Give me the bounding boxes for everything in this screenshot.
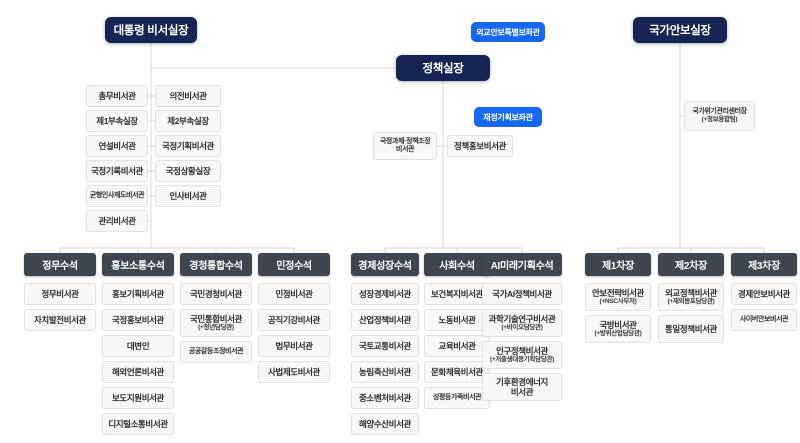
senior-secretary-header: 경청통합수석 <box>180 253 252 276</box>
secretary-box: 법무비서관 <box>258 335 330 357</box>
secretary-box: 대변인 <box>102 335 174 357</box>
secretary-box: 국방비서관 (+방위산업담당관) <box>585 315 651 343</box>
secretary-box: 해외언론비서관 <box>102 361 174 383</box>
chief-direct-column-1: 총무비서관 제1부속실장 연설비서관 국정기록비서관 균형인사제도비서관 관리비… <box>86 85 148 232</box>
secretary-box: 중소벤처비서관 <box>351 387 419 409</box>
secretary-box: 성평등가족비서관 <box>424 387 490 409</box>
deputy-director-header: 제3차장 <box>731 253 797 276</box>
secretary-sub-label: (+방위산업담당관) <box>594 330 642 338</box>
secretary-box: 문화체육비서관 <box>424 361 490 383</box>
fiscal-planning-advisor-badge: 재정기획보좌관 <box>474 107 542 127</box>
secretary-box: 통일정책비서관 <box>658 315 724 343</box>
secretary-box: 공직기강비서관 <box>258 309 330 331</box>
group-column-jeongmu: 정무수석 정무비서관 자치발전비서관 <box>24 253 96 331</box>
secretary-sub-label: (+NSC사무처) <box>599 298 637 306</box>
group-column-minjeong: 민정수석 민정비서관 공직기강비서관 법무비서관 사법제도비서관 <box>258 253 330 383</box>
secretary-sub-label: (+바이오담당관) <box>501 324 543 332</box>
connector-path <box>59 43 765 253</box>
secretary-box: 경제안보비서관 <box>731 283 797 305</box>
crisis-management-center-box: 국가위기관리센터장 (+정보융합팀) <box>684 101 755 131</box>
secretary-label: 국가위기관리센터장 <box>692 108 747 116</box>
senior-secretary-header: 사회수석 <box>424 253 490 276</box>
senior-secretary-header: 경제성장수석 <box>351 253 419 276</box>
secretary-box: 국민경청비서관 <box>180 283 252 305</box>
secretary-label: 인구정책비서관 <box>496 346 548 357</box>
secretary-box: 인구정책비서관 (+저출생대응기획담당관) <box>482 341 562 369</box>
chief-direct-column-2: 의전비서관 제2부속실장 국정기획비서관 국정상황실장 인사비서관 <box>155 85 221 207</box>
secretary-box: 의전비서관 <box>155 85 221 107</box>
secretary-box: 산업정책비서관 <box>351 309 419 331</box>
secretary-sub-label: (+정보융합팀) <box>701 116 738 124</box>
group-column-gyeongcheong-tonghap: 경청통합수석 국민경청비서관 국민통합비서관 (+청년담당관) 공공갈등조정비서… <box>180 253 252 363</box>
national-security-director-box: 국가안보실장 <box>633 17 727 43</box>
secretary-label: 국방비서관 <box>599 320 637 331</box>
senior-secretary-header: AI미래기획수석 <box>482 253 562 276</box>
secretary-box: 균형인사제도비서관 <box>86 185 148 207</box>
secretary-box: 민정비서관 <box>258 283 330 305</box>
secretary-box: 국정상황실장 <box>155 160 221 182</box>
group-column-ai-mirae-gihoek: AI미래기획수석 국가AI정책비서관 과학기술연구비서관 (+바이오담당관) 인… <box>482 253 562 401</box>
secretary-label: 과학기술연구비서관 <box>488 314 556 325</box>
deputy-director-header: 제1차장 <box>585 253 651 276</box>
policy-director-box: 정책실장 <box>396 55 490 81</box>
secretary-box: 안보전략비서관 (+NSC사무처) <box>585 283 651 311</box>
secretary-box: 인사비서관 <box>155 185 221 207</box>
deputy-director-header: 제2차장 <box>658 253 724 276</box>
secretary-box: 노동비서관 <box>424 309 490 331</box>
secretary-box: 홍보기획비서관 <box>102 283 174 305</box>
secretary-box: 제2부속실장 <box>155 110 221 132</box>
group-column-second-deputy: 제2차장 외교정책비서관 (+재외동포담당관) 통일정책비서관 <box>658 253 724 343</box>
group-column-gyeongje-seongjang: 경제성장수석 성장경제비서관 산업정책비서관 국토교통비서관 농림축산비서관 중… <box>351 253 419 435</box>
senior-secretary-header: 홍보소통수석 <box>102 253 174 276</box>
secretary-box: 국토교통비서관 <box>351 335 419 357</box>
senior-secretary-header: 민정수석 <box>258 253 330 276</box>
secretary-box: 국정홍보비서관 <box>102 309 174 331</box>
secretary-label: 외교정책비서관 <box>665 288 717 299</box>
secretary-box: 국민통합비서관 (+청년담당관) <box>180 309 252 337</box>
secretary-box: 사이버안보비서관 <box>731 309 797 331</box>
chief-of-staff-box: 대통령 비서실장 <box>105 17 197 43</box>
secretary-box: 보도지원비서관 <box>102 387 174 409</box>
secretary-box: 정무비서관 <box>24 283 96 305</box>
foreign-security-special-advisor-badge: 외교안보특별보좌관 <box>471 22 545 42</box>
group-column-first-deputy: 제1차장 안보전략비서관 (+NSC사무처) 국방비서관 (+방위산업담당관) <box>585 253 651 343</box>
secretary-box: 교육비서관 <box>424 335 490 357</box>
group-column-hongbo-sotong: 홍보소통수석 홍보기획비서관 국정홍보비서관 대변인 해외언론비서관 보도지원비… <box>102 253 174 435</box>
secretary-box: 성장경제비서관 <box>351 283 419 305</box>
secretary-box: 총무비서관 <box>86 85 148 107</box>
secretary-box: 보건복지비서관 <box>424 283 490 305</box>
secretary-box: 디지털소통비서관 <box>102 413 174 435</box>
secretary-box: 자치발전비서관 <box>24 309 96 331</box>
secretary-box: 국정과제·정책조정 비서관 <box>373 132 437 160</box>
secretary-box: 정책홍보비서관 <box>447 135 513 157</box>
secretary-box: 외교정책비서관 (+재외동포담당관) <box>658 283 724 311</box>
secretary-box: 기후환경에너지 비서관 <box>482 373 562 401</box>
secretary-box: 관리비서관 <box>86 210 148 232</box>
secretary-label: 국민통합비서관 <box>190 314 242 325</box>
secretary-label: 안보전략비서관 <box>592 288 644 299</box>
group-column-third-deputy: 제3차장 경제안보비서관 사이버안보비서관 <box>731 253 797 331</box>
senior-secretary-header: 정무수석 <box>24 253 96 276</box>
secretary-box: 국정기획비서관 <box>155 135 221 157</box>
group-column-sahoe: 사회수석 보건복지비서관 노동비서관 교육비서관 문화체육비서관 성평등가족비서… <box>424 253 490 409</box>
secretary-sub-label: (+청년담당관) <box>198 324 234 332</box>
secretary-box: 국정기록비서관 <box>86 160 148 182</box>
secretary-box: 국가AI정책비서관 <box>482 283 562 305</box>
secretary-box: 사법제도비서관 <box>258 361 330 383</box>
secretary-sub-label: (+재외동포담당관) <box>667 298 715 306</box>
secretary-box: 과학기술연구비서관 (+바이오담당관) <box>482 309 562 337</box>
secretary-box: 연설비서관 <box>86 135 148 157</box>
secretary-sub-label: (+저출생대응기획담당관) <box>489 356 555 364</box>
secretary-box: 농림축산비서관 <box>351 361 419 383</box>
secretary-box: 해양수산비서관 <box>351 413 419 435</box>
secretary-box: 제1부속실장 <box>86 110 148 132</box>
secretary-box: 공공갈등조정비서관 <box>180 341 252 363</box>
